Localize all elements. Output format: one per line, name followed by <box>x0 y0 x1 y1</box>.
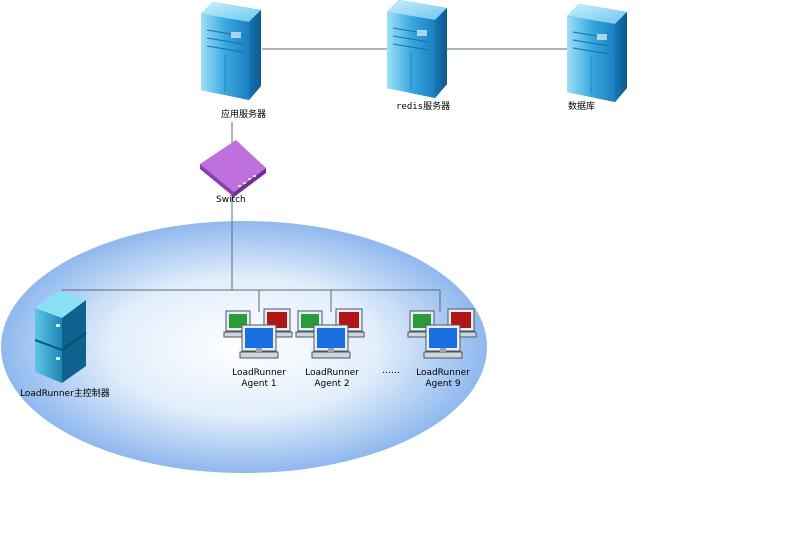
agent9-label: LoadRunner Agent 9 <box>403 368 483 390</box>
agent1-label: LoadRunner Agent 1 <box>219 368 299 390</box>
agent1-label-line1: LoadRunner <box>232 368 286 378</box>
controller-label: LoadRunner主控制器 <box>20 389 110 399</box>
agent9-label-line2: Agent 9 <box>425 379 461 389</box>
switch-label: Switch <box>216 195 246 205</box>
agent2-label-line2: Agent 2 <box>314 379 350 389</box>
agent9-label-line1: LoadRunner <box>416 368 470 378</box>
agents-ellipsis: …… <box>382 366 400 376</box>
network-switch-icon <box>200 140 266 197</box>
connection-lines <box>61 48 570 312</box>
redis-server-label: redis服务器 <box>396 102 451 112</box>
agent2-label-line1: LoadRunner <box>305 368 359 378</box>
agent2-label: LoadRunner Agent 2 <box>292 368 372 390</box>
app-server-icon <box>200 1 262 101</box>
app-server-label: 应用服务器 <box>221 110 267 120</box>
agent1-label-line2: Agent 1 <box>241 379 277 389</box>
database-label: 数据库 <box>568 102 596 112</box>
redis-server-icon <box>386 0 448 99</box>
database-server-icon <box>566 3 628 103</box>
server-stack-icon <box>34 290 87 383</box>
